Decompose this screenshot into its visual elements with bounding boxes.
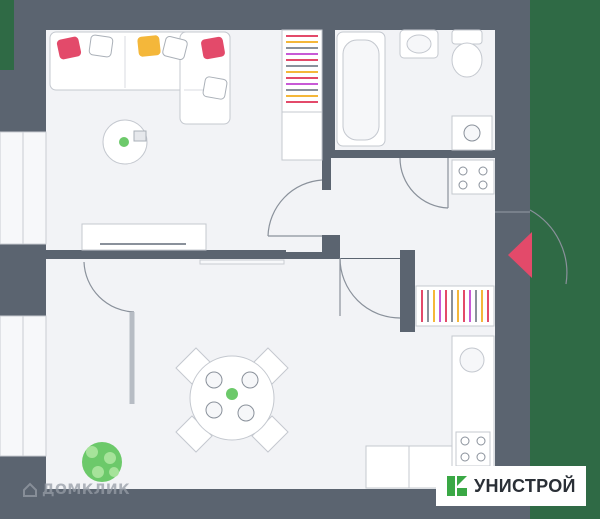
door-swing-bathroom <box>399 157 449 209</box>
brand-badge: УНИСТРОЙ <box>436 466 586 506</box>
bathtub-icon <box>336 31 386 147</box>
sink-icon <box>399 29 439 59</box>
wall-stub <box>322 235 340 258</box>
plant-icon <box>82 442 122 482</box>
wardrobe-icon <box>281 29 323 161</box>
watermark-text: ДОМКЛИК <box>42 482 131 498</box>
window-inner <box>199 259 285 265</box>
wall-bath-hall-right <box>448 150 495 158</box>
washing-machine-icon <box>451 115 493 151</box>
watermark: ДОМКЛИК <box>22 482 130 498</box>
wall-living-hall <box>322 30 331 190</box>
coffee-table-icon <box>102 119 148 165</box>
dining-table-icon <box>175 347 289 453</box>
sofa-icon <box>49 31 231 125</box>
door-swing-living <box>267 179 323 237</box>
toilet-icon <box>451 29 483 78</box>
wall-bath-hall-left <box>331 150 401 158</box>
brand-logo-icon <box>447 476 467 496</box>
outside-area <box>530 0 600 519</box>
wall-bottom <box>46 489 495 519</box>
tv-stand-icon <box>81 223 207 251</box>
door-swing-entrance <box>529 209 568 285</box>
wall-living-kitchen <box>46 250 286 258</box>
doors <box>83 157 568 404</box>
door-swing-kitchen <box>339 257 401 319</box>
windows <box>0 131 285 457</box>
brand-name: УНИСТРОЙ <box>474 475 576 496</box>
door-swing-balcony <box>83 261 135 313</box>
wall-right-upper <box>495 30 530 210</box>
stove-icon <box>451 159 495 195</box>
wall-closet <box>400 250 415 332</box>
outside-area-left <box>0 0 14 70</box>
entrance-arrow-icon <box>508 232 532 278</box>
house-icon <box>23 482 37 497</box>
closet-hangers-icon <box>415 285 495 327</box>
